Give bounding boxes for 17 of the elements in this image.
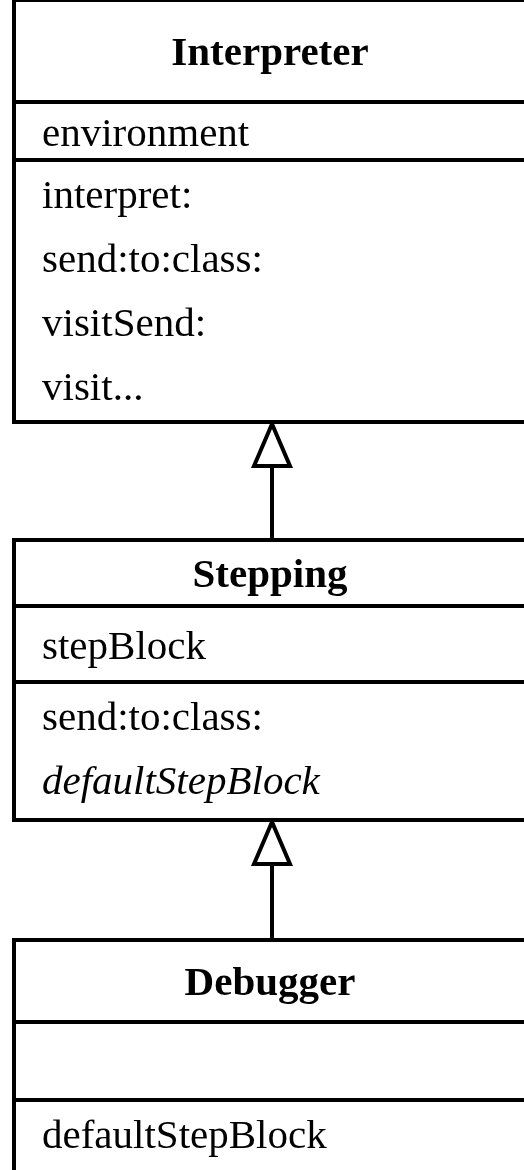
attribute-text: environment [41,108,251,157]
generalization-arrow [252,820,292,938]
method-text: defaultStepBlock [41,1110,328,1159]
generalization-arrow [252,422,292,538]
method-text: send:to:class: [41,234,264,283]
method-text: send:to:class: [41,692,264,741]
attribute-text: stepBlock [41,621,207,670]
class-box [12,938,524,1170]
class-box [12,538,524,822]
method-text: visitSend: [41,298,208,347]
class-name: Stepping [192,549,348,597]
method-text: interpret: [41,170,194,219]
class-name: Debugger [184,957,356,1005]
method-text: visit... [41,362,145,411]
method-text: defaultStepBlock [41,756,322,805]
class-name: Interpreter [171,27,369,75]
class-box [12,0,524,424]
